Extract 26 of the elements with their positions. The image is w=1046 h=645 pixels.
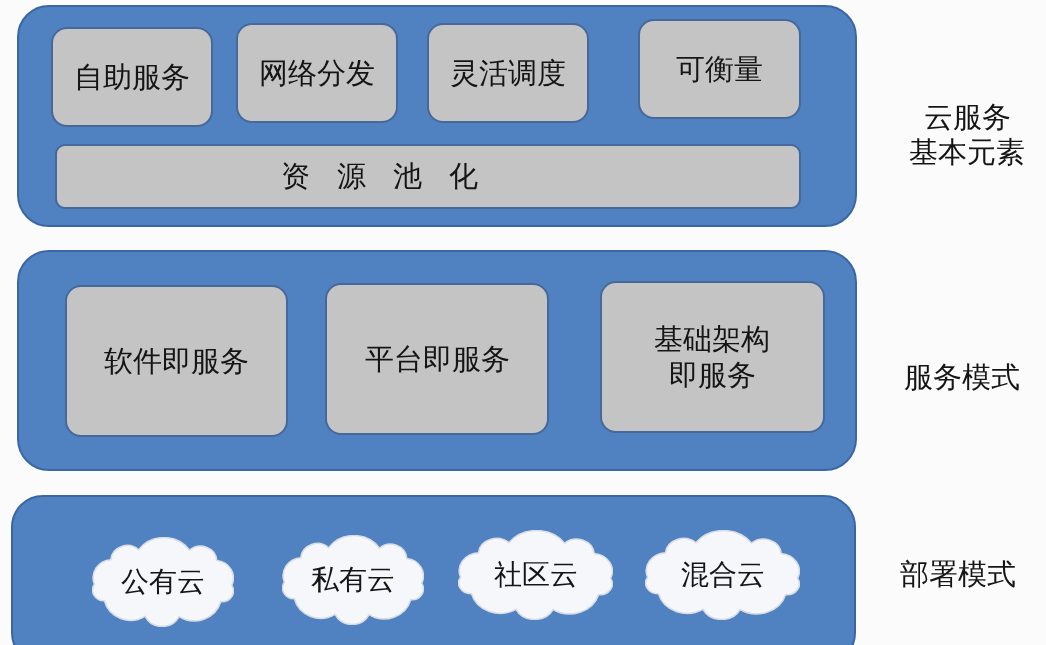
layer-panel (11, 495, 856, 645)
layer-panel (17, 250, 857, 471)
layer-label: 云服务基本元素 (909, 100, 1025, 170)
service-box (51, 27, 213, 127)
node-label: 混合云 (680, 557, 765, 593)
node-label: 资源池化 (281, 158, 505, 195)
node-label: 网络分发 (259, 54, 375, 92)
service-box (325, 283, 549, 435)
service-box (427, 23, 589, 123)
layer-label: 服务模式 (904, 360, 1020, 395)
node-label: 公有云 (121, 564, 205, 600)
node-label: 社区云 (493, 557, 578, 593)
node-label: 私有云 (311, 562, 395, 598)
service-box (236, 23, 398, 123)
node-label: 自助服务 (74, 58, 190, 96)
service-box (65, 285, 288, 437)
node-label: 软件即服务 (104, 342, 249, 380)
resource-pool-bar (55, 144, 801, 209)
layer-panel (17, 5, 857, 227)
node-label: 灵活调度 (450, 54, 566, 92)
service-box (600, 281, 825, 433)
layer-label: 部署模式 (900, 557, 1016, 592)
service-box (638, 19, 801, 119)
node-label: 可衡量 (676, 50, 763, 88)
node-label: 基础架构即服务 (653, 320, 772, 394)
node-label: 平台即服务 (364, 340, 510, 378)
